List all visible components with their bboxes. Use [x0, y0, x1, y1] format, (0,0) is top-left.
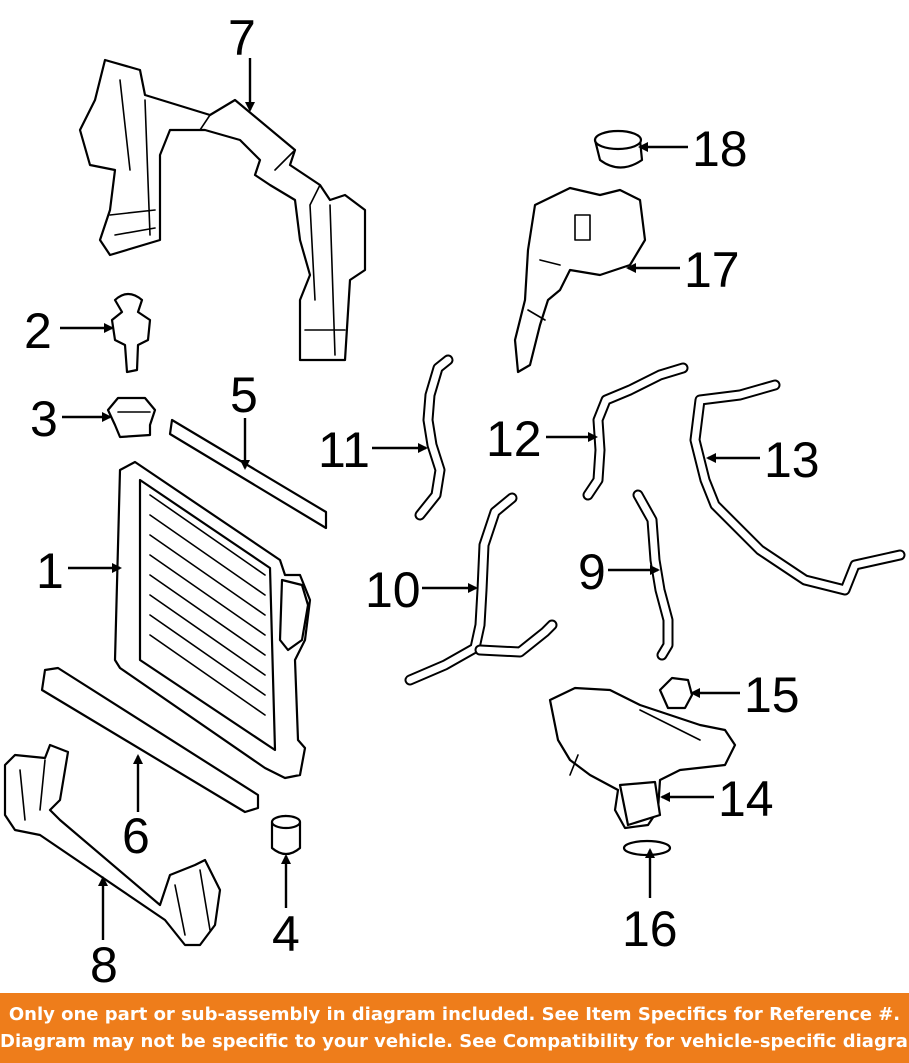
callout-17: 17: [684, 242, 740, 298]
part-3-grommet: [106, 396, 157, 439]
disclaimer-banner: Only one part or sub-assembly in diagram…: [0, 993, 909, 1063]
part-14-thermostat-housing: [548, 686, 737, 830]
part-4-mount-bushing: [270, 814, 302, 856]
part-13-hose: [689, 379, 906, 596]
callout-5: 5: [230, 367, 258, 423]
part-9-hose: [632, 489, 674, 661]
callout-1: 1: [36, 543, 64, 599]
disclaimer-line-2: Diagram may not be specific to your vehi…: [0, 1031, 909, 1052]
callout-labels: 7 2 3 5 1 6 8 4 18 17 11 12 13 10 9 15 1…: [24, 10, 820, 993]
part-11-hose: [414, 354, 454, 521]
callout-16: 16: [622, 901, 678, 957]
part-18-reservoir-cap: [593, 129, 644, 169]
part-7-air-duct: [78, 58, 367, 362]
disclaimer-line-1: Only one part or sub-assembly in diagram…: [8, 1004, 901, 1025]
part-1-radiator: [113, 460, 312, 780]
callout-7: 7: [228, 10, 256, 66]
part-15-seal-ring: [658, 676, 694, 710]
callout-14: 14: [718, 771, 774, 827]
callout-3: 3: [30, 391, 58, 447]
callout-2: 2: [24, 303, 52, 359]
part-17-expansion-tank: [513, 186, 647, 374]
leader-lines: [60, 58, 760, 940]
part-5-seal-strip: [168, 418, 328, 530]
parts-diagram: 7 2 3 5 1 6 8 4 18 17 11 12 13 10 9 15 1…: [3, 10, 906, 993]
callout-10: 10: [365, 562, 421, 618]
callout-13: 13: [764, 432, 820, 488]
part-2-clip: [110, 292, 152, 374]
callout-9: 9: [578, 544, 606, 600]
part-6-lower-seal: [40, 666, 260, 814]
callout-8: 8: [90, 937, 118, 993]
part-12-hose: [582, 362, 689, 501]
callout-11: 11: [318, 422, 370, 478]
callout-18: 18: [692, 121, 748, 177]
part-16-gasket: [622, 839, 672, 857]
part-8-lower-bracket: [3, 743, 222, 947]
callout-15: 15: [744, 667, 800, 723]
callout-6: 6: [122, 808, 150, 864]
part-10-hose: [404, 492, 558, 686]
callout-12: 12: [486, 411, 542, 467]
callout-4: 4: [272, 906, 300, 962]
